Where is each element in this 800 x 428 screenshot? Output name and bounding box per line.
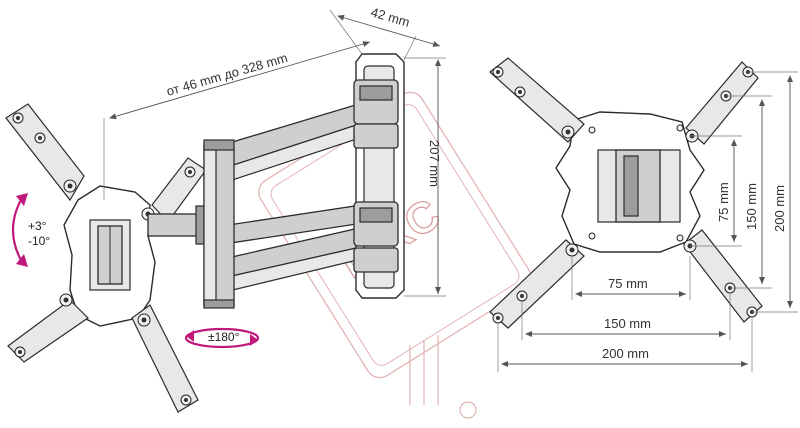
arm-lower-left	[7, 299, 89, 363]
swivel-label: ±180°	[208, 330, 240, 344]
right-dimensions: 75 mm 150 mm 200 mm 75 mm 150 mm 200 mm	[497, 71, 798, 372]
arm-upper-left	[5, 103, 85, 202]
tilt-down-label: -10°	[28, 234, 50, 248]
vesa-mid-w-label: 150 mm	[604, 316, 651, 331]
wall-hinge-bottom-cap	[359, 207, 393, 223]
swivel-indicator: ±180°	[184, 327, 260, 349]
vesa-arm-upper-left	[489, 57, 585, 143]
wall-plate	[353, 53, 405, 299]
arm-post-cap-top	[203, 139, 235, 151]
wall-hinge-top-cap	[359, 85, 393, 101]
depth-label: 42 mm	[369, 4, 411, 29]
left-tv-bracket	[5, 103, 223, 413]
wall-height-label: 207 mm	[427, 140, 442, 187]
tilt-up-label: +3°	[28, 219, 47, 233]
watermark-frame-inner	[270, 104, 520, 366]
vesa-mid-h-label: 150 mm	[744, 183, 759, 230]
vesa-arm-upper-right	[685, 61, 759, 145]
arm-lower-right	[131, 304, 199, 413]
extension-dim-line	[109, 41, 371, 120]
extension-label: от 46 mm до 328 mm	[165, 50, 290, 99]
vesa-inner-w-label: 75 mm	[608, 276, 648, 291]
vesa-plate	[489, 57, 763, 329]
vesa-outer-w-label: 200 mm	[602, 346, 649, 361]
wall-hinge-top-low	[353, 123, 399, 149]
vesa-channel-inner	[623, 155, 639, 217]
arm-post-left-face	[203, 145, 217, 307]
watermark-tail	[409, 335, 477, 419]
vesa-arm-lower-right	[683, 229, 763, 323]
wall-hinge-bottom-low	[353, 247, 399, 273]
depth-dim-line	[337, 14, 441, 47]
vesa-inner-h-label: 75 mm	[716, 182, 731, 222]
tilt-indicator: +3° -10°	[12, 193, 50, 267]
arm-post-cap-bottom	[203, 299, 235, 309]
vesa-outer-h-label: 200 mm	[772, 185, 787, 232]
